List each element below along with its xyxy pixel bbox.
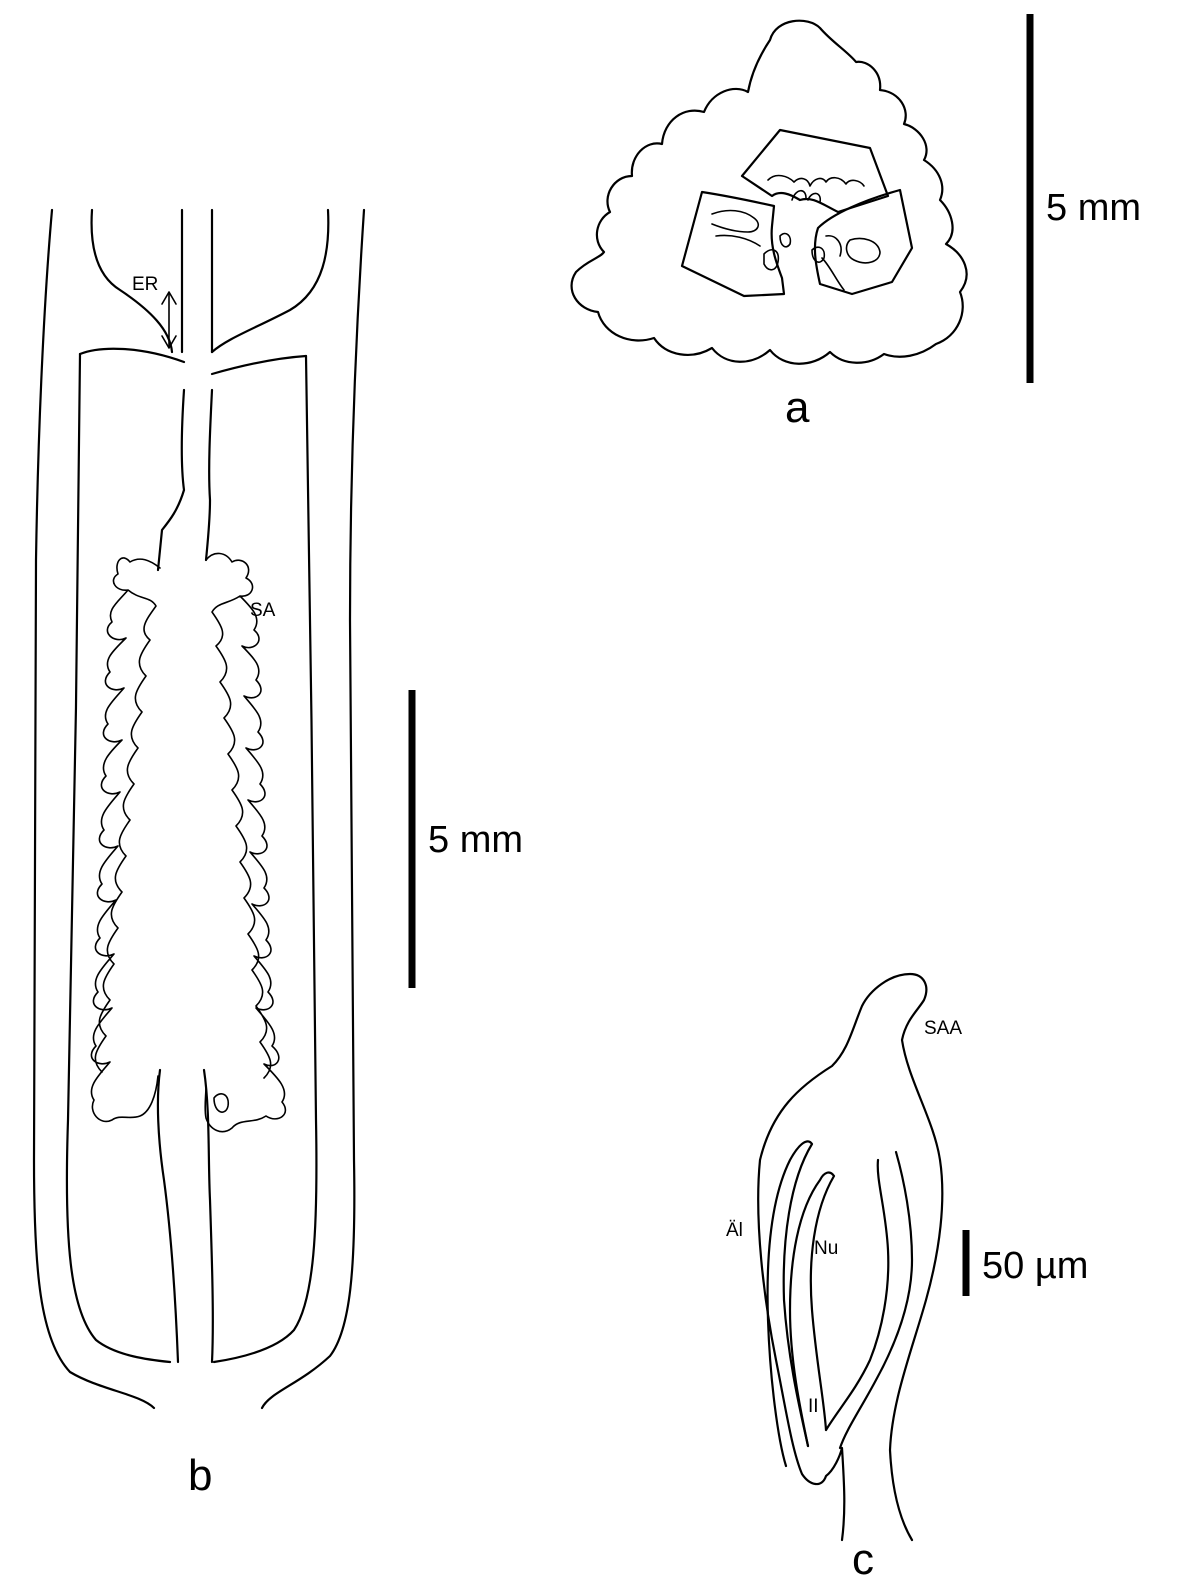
panel-b-canal-right bbox=[206, 210, 212, 560]
panel-c-ai-label: Äl bbox=[726, 1220, 743, 1241]
panel-a-scale-text: 5 mm bbox=[1046, 187, 1141, 229]
panel-b-nectary-right bbox=[205, 553, 285, 1131]
panel-c-nu-label: Nu bbox=[814, 1238, 838, 1259]
panel-b-canal-left bbox=[158, 210, 184, 570]
panel-c-outer-outline bbox=[758, 974, 942, 1540]
panel-a-ovules-top bbox=[768, 176, 864, 202]
panel-b-er-label: ER bbox=[132, 274, 158, 295]
panel-c-scale-text: 50 µm bbox=[982, 1245, 1088, 1287]
panel-c: SAA Äl Nu II 50 µm c bbox=[726, 974, 1088, 1579]
panel-b-scale-text: 5 mm bbox=[428, 819, 523, 861]
panel-b: ER SA 5 mm b bbox=[34, 210, 523, 1500]
panel-a-ovules-right bbox=[812, 236, 880, 290]
panel-b-canal-lower-left bbox=[158, 1070, 178, 1362]
panel-a-locule-top bbox=[742, 130, 888, 212]
panel-b-septum-left bbox=[80, 349, 184, 362]
panel-b-septum-right bbox=[212, 356, 306, 374]
panel-a-outer-wall bbox=[572, 21, 967, 364]
panel-b-nectary-left bbox=[91, 558, 160, 1122]
panel-a: 5 mm a bbox=[572, 14, 1141, 432]
panel-b-inner-wall-right-lower bbox=[214, 356, 316, 1362]
panel-b-label: b bbox=[188, 1451, 212, 1500]
panel-b-sa-label: SA bbox=[250, 600, 276, 621]
panel-b-inner-wall-left-lower bbox=[67, 354, 170, 1362]
panel-a-label: a bbox=[785, 383, 810, 432]
panel-c-saa-label: SAA bbox=[924, 1018, 962, 1039]
panel-c-ii-label: II bbox=[808, 1396, 819, 1417]
panel-c-label: c bbox=[852, 1535, 874, 1579]
panel-a-locule-left bbox=[682, 192, 784, 296]
panel-b-outer-wall-left bbox=[34, 210, 154, 1408]
panel-a-ovules-left bbox=[712, 211, 790, 270]
panel-a-locule-right bbox=[815, 190, 912, 294]
panel-b-inner-wall-right bbox=[212, 210, 328, 352]
